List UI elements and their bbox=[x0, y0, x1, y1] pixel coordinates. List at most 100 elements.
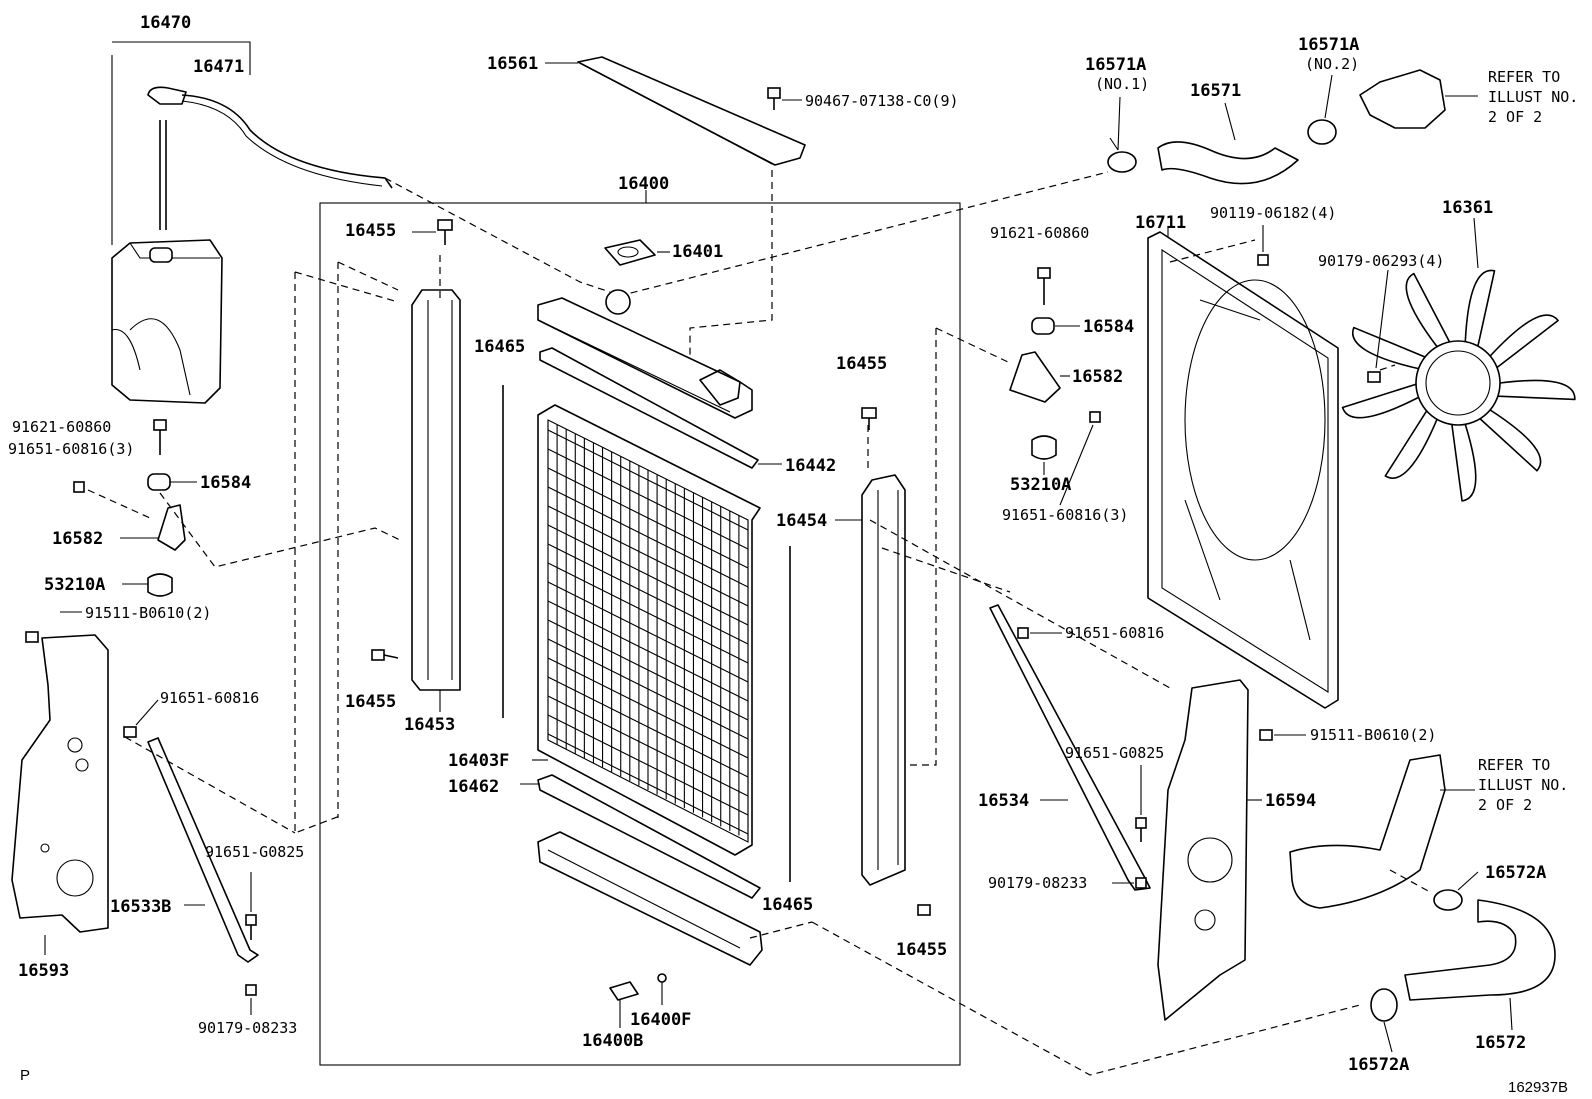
label-91651G-right: 91651-G0825 bbox=[1065, 744, 1164, 762]
label-16572A-upper: 16572A bbox=[1485, 863, 1546, 883]
fan-blade bbox=[1451, 423, 1477, 502]
cooling-fan-16361 bbox=[1341, 269, 1576, 502]
bolt-16455-left-lower bbox=[371, 649, 399, 661]
refer-top-line3: 2 OF 2 bbox=[1488, 108, 1542, 126]
core-tube bbox=[547, 486, 749, 588]
label-16584-right: 16584 bbox=[1083, 317, 1134, 337]
core-tube bbox=[547, 543, 749, 645]
label-91651-left-3: 91651-60816(3) bbox=[8, 440, 134, 458]
label-91651G-left: 91651-G0825 bbox=[205, 843, 304, 861]
drain-cock bbox=[609, 973, 667, 1001]
label-16534: 16534 bbox=[978, 791, 1029, 811]
clamp-16571A-no1 bbox=[1107, 137, 1137, 173]
label-16571A-no2-note: (NO.2) bbox=[1305, 55, 1359, 73]
core-tube bbox=[547, 676, 749, 778]
core-tube bbox=[547, 581, 749, 683]
label-16584-left: 16584 bbox=[200, 473, 251, 493]
label-16361: 16361 bbox=[1442, 198, 1493, 218]
label-16455-top: 16455 bbox=[345, 221, 396, 241]
upper-seal bbox=[577, 56, 806, 166]
label-16470: 16470 bbox=[140, 13, 191, 33]
label-16403F: 16403F bbox=[448, 751, 509, 771]
lower-outlet-pipe bbox=[1289, 754, 1446, 909]
right-bolt-91651G bbox=[1135, 817, 1147, 842]
left-cushion-16584 bbox=[147, 473, 171, 491]
core-tube bbox=[547, 600, 749, 702]
stay-16533B bbox=[147, 737, 259, 963]
core-tube bbox=[547, 714, 749, 816]
bolt-90467 bbox=[767, 87, 781, 110]
refer-top-line1: REFER TO bbox=[1488, 68, 1560, 86]
refer-bottom-line2: ILLUST NO. bbox=[1478, 776, 1568, 794]
label-16455-left-bottom: 16455 bbox=[345, 692, 396, 712]
right-bolt-91511 bbox=[1259, 729, 1273, 741]
label-16455-right-top: 16455 bbox=[836, 354, 887, 374]
label-16571A-no2: 16571A bbox=[1298, 35, 1359, 55]
label-16561: 16561 bbox=[487, 54, 538, 74]
core-tube bbox=[547, 695, 749, 797]
left-bolt-91651G bbox=[245, 914, 257, 940]
left-mount-53210A bbox=[147, 573, 173, 597]
left-bracket-16582 bbox=[157, 504, 186, 551]
label-53210A-right: 53210A bbox=[1010, 475, 1071, 495]
label-16571: 16571 bbox=[1190, 81, 1241, 101]
label-16462: 16462 bbox=[448, 777, 499, 797]
label-91621-left: 91621-60860 bbox=[12, 418, 111, 436]
core-tube bbox=[547, 467, 749, 569]
radiator-upper-tank bbox=[537, 289, 753, 419]
part-labels: 16470 16471 16561 90467-07138-C0(9) 1640… bbox=[8, 13, 1578, 1096]
label-16453: 16453 bbox=[404, 715, 455, 735]
label-16582-right: 16582 bbox=[1072, 367, 1123, 387]
label-90179-06293: 90179-06293(4) bbox=[1318, 252, 1444, 270]
radiator-core bbox=[537, 404, 761, 856]
lower-gasket bbox=[537, 774, 761, 899]
bolt-16455-right-lower bbox=[917, 904, 931, 916]
core-tube bbox=[547, 448, 749, 550]
label-16442: 16442 bbox=[785, 456, 836, 476]
fan-blade bbox=[1341, 383, 1420, 419]
core-tube bbox=[547, 524, 749, 626]
label-90179-right: 90179-08233 bbox=[988, 874, 1087, 892]
core-tube bbox=[547, 562, 749, 664]
label-90119: 90119-06182(4) bbox=[1210, 204, 1336, 222]
radiator-lower-tank bbox=[537, 831, 763, 966]
right-nut-90179 bbox=[1135, 877, 1147, 889]
fan-blade bbox=[1464, 269, 1496, 347]
stay-bolt-left bbox=[123, 726, 137, 738]
radiator-cap-gasket bbox=[604, 239, 656, 266]
refer-bottom-line3: 2 OF 2 bbox=[1478, 796, 1532, 814]
label-16454: 16454 bbox=[776, 511, 827, 531]
label-90467: 90467-07138-C0(9) bbox=[805, 92, 959, 110]
fan-shroud-16711 bbox=[1147, 231, 1339, 709]
label-91651-right: 91651-60816 bbox=[1065, 624, 1164, 642]
label-16571A-no1-note: (NO.1) bbox=[1095, 75, 1149, 93]
fan-blade bbox=[1405, 272, 1451, 348]
clamp-16572A-upper bbox=[1433, 889, 1463, 911]
fan-blade bbox=[1479, 409, 1542, 472]
label-53210A-left: 53210A bbox=[44, 575, 105, 595]
overflow-hose bbox=[181, 94, 393, 189]
reserve-tank bbox=[111, 86, 223, 404]
fan-blade bbox=[1497, 379, 1576, 401]
water-outlet bbox=[1359, 69, 1446, 129]
stay-bolt-right bbox=[1017, 627, 1029, 639]
core-tube bbox=[547, 429, 749, 531]
refer-bottom-line1: REFER TO bbox=[1478, 756, 1550, 774]
label-91621-right: 91621-60860 bbox=[990, 224, 1089, 242]
clamp-16571A-no2 bbox=[1307, 119, 1337, 145]
label-16471: 16471 bbox=[193, 57, 244, 77]
core-tube bbox=[547, 505, 749, 607]
left-nut-90179 bbox=[245, 984, 257, 996]
label-16400F: 16400F bbox=[630, 1010, 691, 1030]
clamp-16572A-lower bbox=[1370, 988, 1398, 1022]
stay-16534 bbox=[989, 604, 1151, 891]
upper-gasket bbox=[539, 347, 759, 469]
fan-blade bbox=[1351, 326, 1426, 370]
core-tube bbox=[547, 733, 749, 835]
right-mount-53210A bbox=[1031, 435, 1057, 460]
label-16400: 16400 bbox=[618, 174, 669, 194]
core-tube bbox=[547, 638, 749, 740]
right-bolt-91621 bbox=[1037, 267, 1051, 305]
left-bolt-91511 bbox=[25, 631, 39, 643]
